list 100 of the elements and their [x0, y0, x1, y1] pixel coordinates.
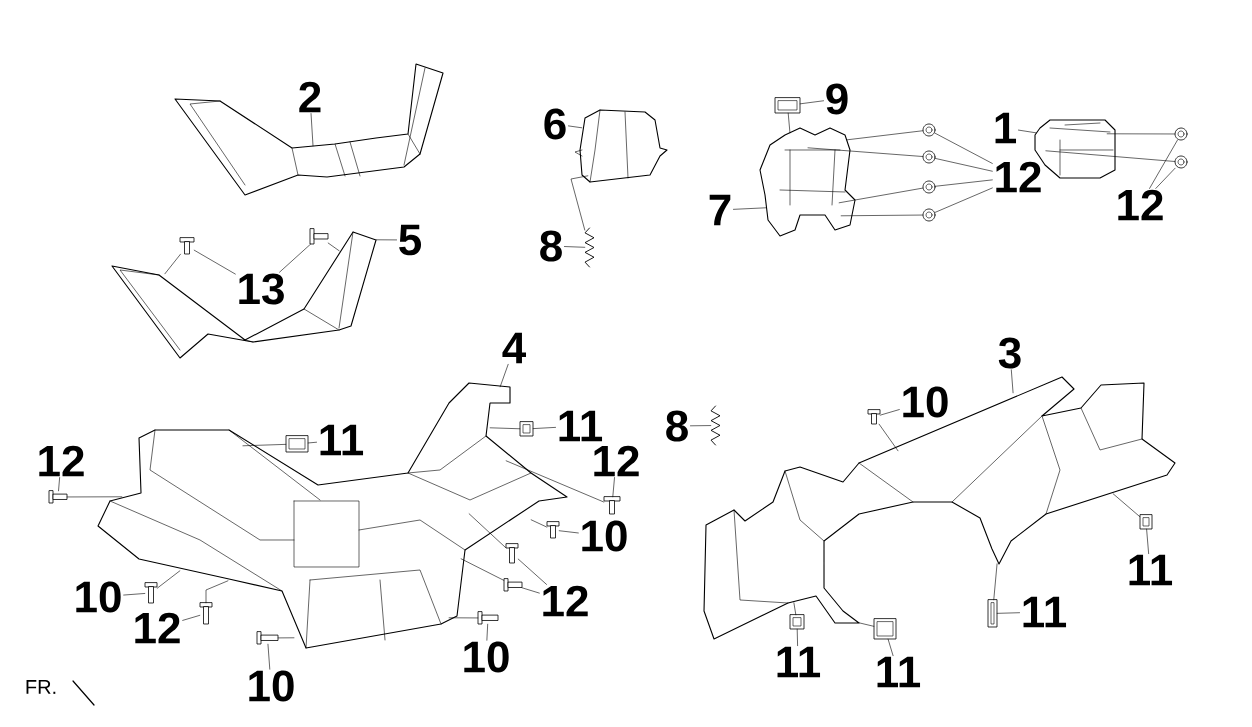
clip-drawing: [789, 614, 805, 630]
leader-line: [486, 623, 488, 641]
callout-number: 1: [995, 112, 1016, 144]
leader-line: [690, 425, 712, 427]
bolt-drawing: [48, 490, 68, 504]
callout-number: 5: [399, 224, 421, 256]
leader-line: [521, 587, 540, 594]
leader-line: [468, 513, 507, 549]
spring-drawing: [584, 227, 595, 268]
leader-line: [1112, 493, 1141, 517]
leader-line: [505, 460, 605, 503]
leader-line: [1149, 139, 1178, 189]
leader-line: [205, 580, 229, 604]
leader-line: [887, 638, 894, 656]
leader-line: [182, 615, 201, 621]
leader-line: [733, 207, 767, 210]
leader-line: [934, 179, 993, 187]
leader-line: [66, 496, 123, 498]
leader-line: [1011, 369, 1014, 394]
callout-number: 4: [502, 332, 526, 364]
callout-number: 10: [76, 581, 121, 613]
clip-drawing: [285, 435, 309, 453]
callout-number: 9: [826, 83, 848, 115]
callout-number: 3: [998, 337, 1021, 369]
clip-drawing: [519, 421, 534, 437]
leader-line: [993, 563, 998, 601]
nut-drawing: [922, 150, 936, 164]
leader-line: [564, 246, 586, 248]
leader-line: [517, 558, 547, 585]
leader-line: [499, 364, 509, 388]
direction-label: FR.: [26, 680, 56, 694]
leader-line: [1146, 528, 1149, 554]
clip-drawing: [873, 618, 897, 640]
handlebar-cover-drawing: [174, 63, 444, 196]
callout-number: 13: [239, 273, 284, 305]
leader-line: [858, 622, 875, 627]
leader-line: [242, 444, 287, 447]
leader-line: [934, 187, 993, 213]
bolt-drawing: [867, 409, 881, 425]
rear-cover-drawing: [703, 376, 1176, 640]
callout-number: 2: [299, 81, 321, 113]
callout-number: 11: [559, 410, 603, 442]
leader-line: [375, 239, 397, 241]
leader-line: [568, 125, 583, 129]
callout-number: 10: [582, 520, 627, 552]
clip-drawing: [774, 97, 801, 114]
clip-drawing: [987, 599, 998, 628]
callout-number: 12: [135, 612, 180, 644]
leader-line: [787, 112, 791, 134]
nut-drawing: [922, 180, 936, 194]
nut-drawing: [922, 208, 936, 222]
bolt-drawing: [199, 602, 213, 625]
handlebar-cover-drawing: [111, 231, 377, 359]
leader-line: [1018, 129, 1037, 134]
cover-drawing: [574, 109, 668, 183]
leader-line: [570, 175, 589, 231]
leader-line: [193, 249, 236, 275]
callout-number: 11: [1023, 596, 1067, 628]
bolt-drawing: [546, 521, 560, 539]
callout-number: 12: [594, 445, 639, 477]
nut-drawing: [922, 123, 936, 137]
bolt-drawing: [603, 496, 621, 515]
leader-line: [277, 637, 295, 639]
leader-line: [532, 427, 556, 429]
leader-line: [799, 100, 824, 105]
callout-number: 11: [320, 424, 364, 456]
callout-number: 12: [39, 445, 84, 477]
leader-line: [448, 617, 479, 619]
leader-line: [267, 643, 271, 670]
leader-line: [489, 427, 521, 430]
clip-drawing: [1139, 514, 1153, 530]
leader-line: [307, 441, 317, 444]
leader-line: [164, 253, 181, 275]
leader-line: [793, 602, 797, 616]
callout-number: 11: [777, 646, 821, 678]
leader-line: [327, 242, 340, 252]
bolt-drawing: [309, 228, 329, 245]
callout-number: 10: [903, 386, 948, 418]
nut-drawing: [1174, 127, 1188, 141]
leader-line: [838, 187, 924, 204]
bolt-drawing: [477, 611, 499, 625]
leader-line: [310, 113, 314, 147]
leader-line: [612, 477, 615, 498]
leader-line: [934, 132, 993, 164]
leader-line: [58, 477, 60, 492]
callout-number: 10: [249, 670, 294, 702]
callout-number: 10: [464, 641, 509, 673]
callout-number: 11: [1129, 554, 1173, 586]
leader-line: [530, 519, 548, 528]
leader-line: [996, 612, 1020, 614]
nut-drawing: [1174, 155, 1188, 169]
callout-number: 8: [666, 410, 688, 442]
spring-drawing: [710, 405, 721, 446]
leader-line: [846, 130, 924, 141]
leader-line: [934, 158, 993, 172]
callout-number: 12: [996, 161, 1041, 193]
leader-line: [156, 570, 181, 589]
leader-line: [879, 409, 900, 416]
leader-line: [279, 243, 311, 273]
leader-line: [1155, 167, 1176, 189]
